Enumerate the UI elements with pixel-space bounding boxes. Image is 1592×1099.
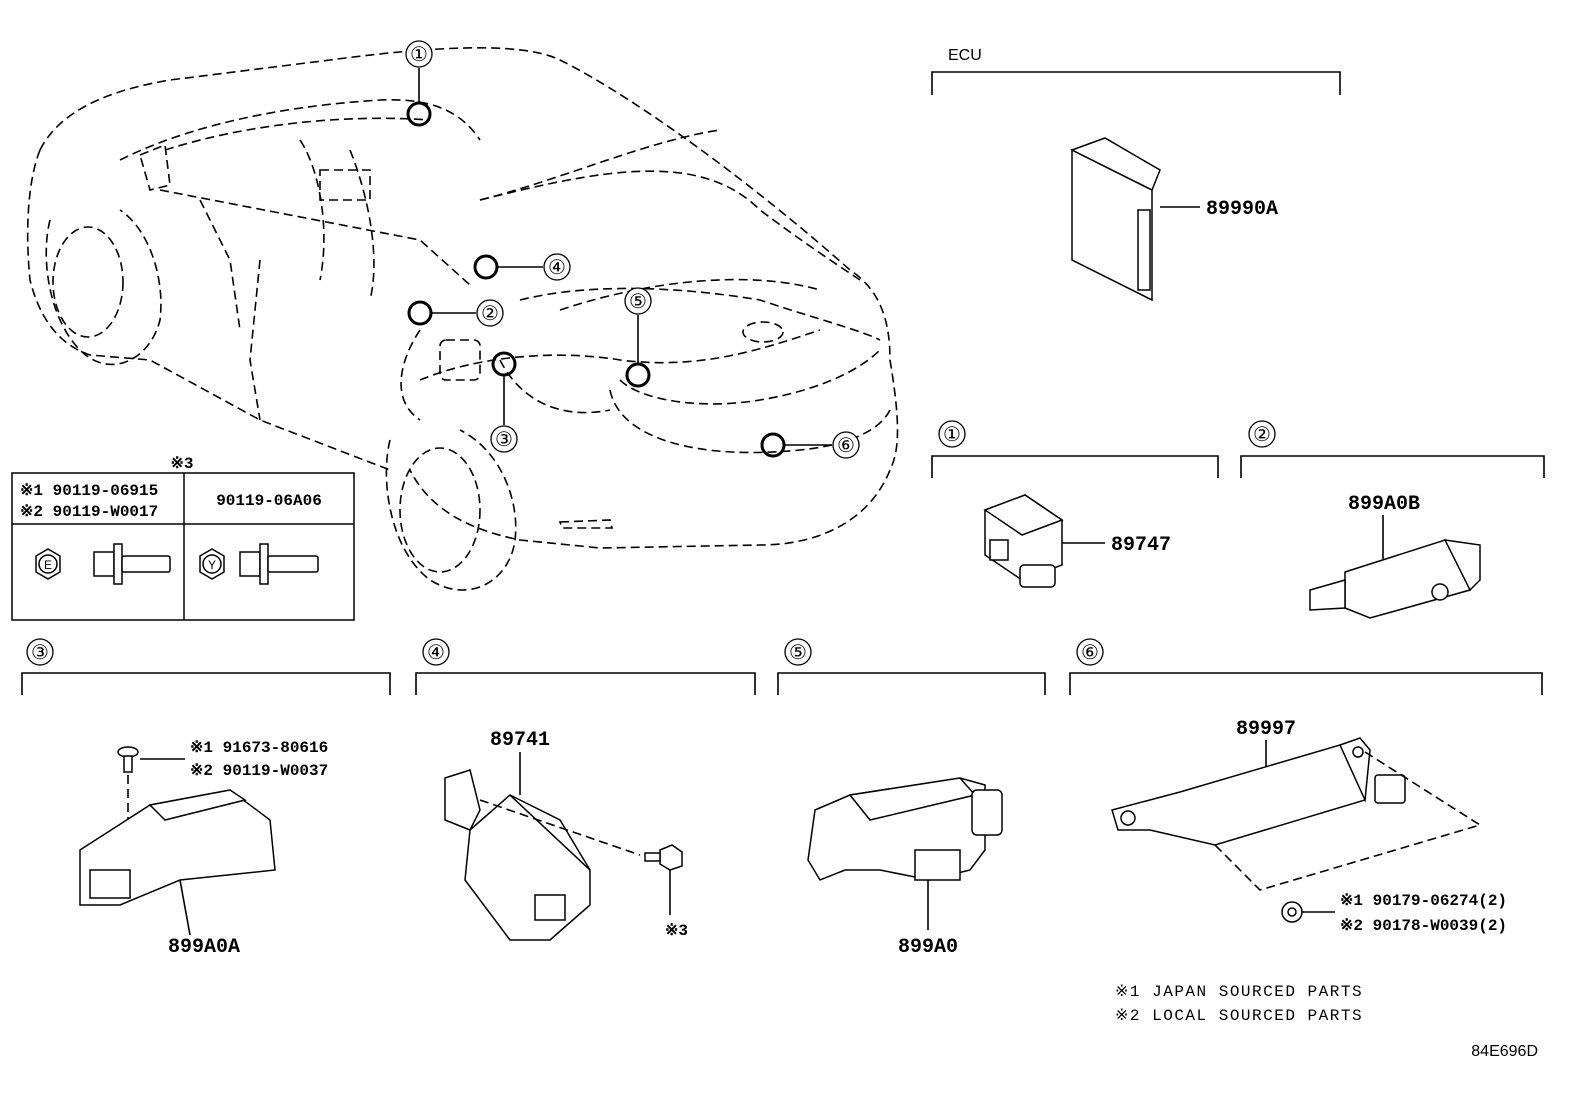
section-3-bolt-line1: ※1 91673-80616 — [190, 739, 328, 757]
sensor-899A0-icon — [807, 777, 1003, 881]
section-5: ⑤ 899A0 — [777, 638, 1046, 959]
bolt-ref3-icon — [644, 844, 683, 871]
vehicle-illustration — [26, 47, 899, 591]
section-4-bolt-ref: ※3 — [665, 922, 688, 940]
hex-mark-e: E — [44, 558, 52, 572]
callout-1: ① — [410, 44, 428, 66]
section-1: ① 89747 — [931, 420, 1219, 588]
fastener-table: ※3 ※1 90119-06915 ※2 90119-W0017 90119-0… — [11, 455, 355, 621]
section-1-callout: ① — [943, 424, 961, 446]
callout-5: ⑤ — [629, 291, 647, 313]
flange-bolt-e-icon — [93, 543, 171, 585]
sensor-89747-icon — [983, 494, 1064, 588]
section-4-callout: ④ — [427, 642, 445, 664]
section-3: ③ ※1 91673-80616 ※2 90119-W0037 899A0A — [21, 638, 391, 959]
location-marker-5 — [625, 362, 651, 388]
bolt-91673-icon — [117, 746, 139, 773]
section-5-callout: ⑤ — [789, 642, 807, 664]
part-number-89997: 89997 — [1236, 718, 1296, 741]
clip-nut-icon — [1281, 901, 1303, 923]
part-number-89741: 89741 — [490, 729, 550, 752]
location-marker-4 — [473, 254, 499, 280]
section-6-callout: ⑥ — [1081, 642, 1099, 664]
section-6: ⑥ 89997 ※1 90179-06274(2) ※2 90178-W0039… — [1069, 638, 1543, 935]
sourcing-notes: ※1 JAPAN SOURCED PARTS ※2 LOCAL SOURCED … — [1115, 983, 1363, 1025]
callout-2: ② — [481, 303, 499, 325]
section-6-nut-line1: ※1 90179-06274(2) — [1340, 892, 1507, 910]
sensor-89741-icon — [444, 769, 591, 941]
location-marker-1 — [406, 101, 432, 127]
fastener-left-line1: ※1 90119-06915 — [20, 482, 158, 500]
part-number-ecu: 89990A — [1206, 198, 1278, 221]
diagram-code: 84E696D — [1471, 1043, 1538, 1060]
sensor-899A0B-icon — [1309, 539, 1481, 619]
note-local-sourced: ※2 LOCAL SOURCED PARTS — [1115, 1007, 1363, 1025]
sensor-89997-icon — [1111, 737, 1406, 846]
hex-mark-y: Y — [208, 558, 216, 572]
car-callouts: ① ④ ② ③ ⑤ ⑥ — [405, 40, 860, 459]
callout-4: ④ — [548, 257, 566, 279]
fastener-right-header: 90119-06A06 — [216, 492, 322, 510]
part-number-899A0A: 899A0A — [168, 936, 240, 959]
flange-bolt-y-icon — [239, 543, 319, 585]
fastener-left-line2: ※2 90119-W0017 — [20, 503, 158, 521]
section-6-nut-line2: ※2 90178-W0039(2) — [1340, 917, 1507, 935]
ecu-label: ECU — [948, 47, 982, 64]
section-3-bolt-line2: ※2 90119-W0037 — [190, 762, 328, 780]
callout-3: ③ — [495, 429, 513, 451]
location-marker-2 — [407, 300, 433, 326]
leader-lines — [418, 68, 832, 446]
part-number-899A0: 899A0 — [898, 936, 958, 959]
sensor-899A0A-icon — [79, 789, 276, 936]
fastener-table-title: ※3 — [170, 455, 193, 473]
location-marker-3 — [491, 351, 517, 377]
callout-6: ⑥ — [837, 435, 855, 457]
part-number-899A0B: 899A0B — [1348, 493, 1420, 516]
section-3-callout: ③ — [31, 642, 49, 664]
section-2-callout: ② — [1253, 424, 1271, 446]
ecu-section: ECU 89990A — [931, 47, 1341, 302]
section-4: ④ 89741 ※3 — [415, 638, 756, 941]
section-2: ② 899A0B — [1240, 420, 1545, 619]
ecu-module-icon — [1070, 137, 1161, 302]
part-number-89747: 89747 — [1111, 534, 1171, 557]
note-japan-sourced: ※1 JAPAN SOURCED PARTS — [1115, 983, 1363, 1001]
